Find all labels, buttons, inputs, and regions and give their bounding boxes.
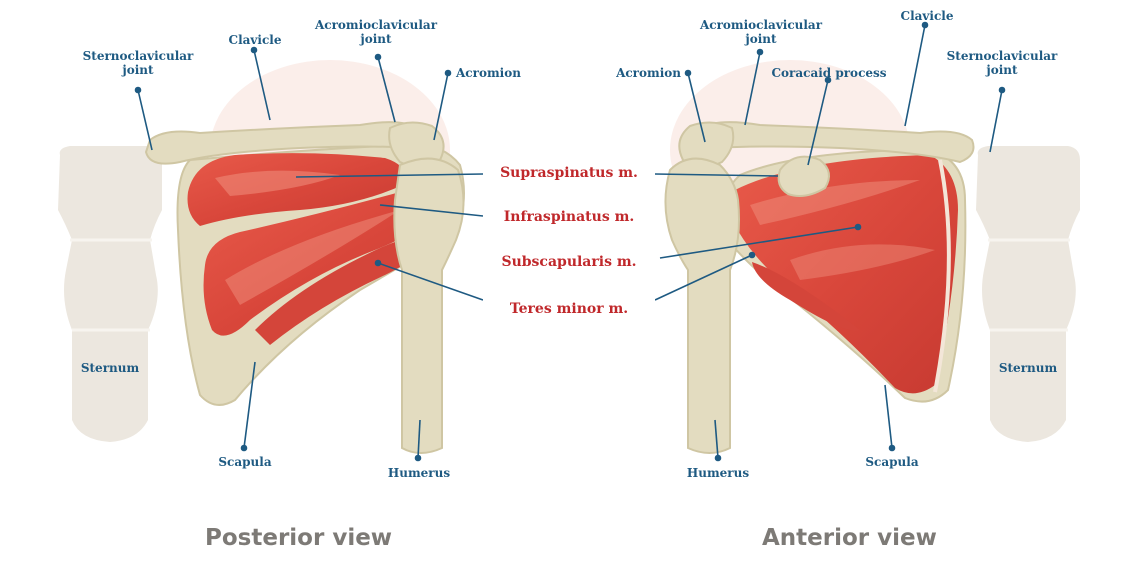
humerus-left-bone	[394, 159, 463, 453]
clavicle-label-left: Clavicle	[220, 33, 290, 47]
acromioclavicular-label-right: Acromioclavicular joint	[690, 18, 832, 46]
acromion-label-right: Acromion	[605, 66, 681, 80]
dot-sternoclavicular-left	[136, 88, 141, 93]
subscapularis-label: Subscapularis m.	[483, 245, 655, 279]
dot-scapula-left	[242, 446, 247, 451]
clavicle-label-right: Clavicle	[892, 9, 962, 23]
dot-scapula-right	[890, 446, 895, 451]
teres-minor-label: Teres minor m.	[483, 292, 655, 326]
leader-clavicle-right	[905, 25, 925, 126]
dot-clavicle-right	[923, 23, 928, 28]
dot-teres-left	[376, 261, 381, 266]
humerus-label-right: Humerus	[676, 466, 760, 480]
sternum-label-right: Sternum	[990, 361, 1066, 375]
sternum-label-left: Sternum	[72, 361, 148, 375]
scapula-label-left: Scapula	[205, 455, 285, 469]
dot-sternoclavicular-right	[1000, 88, 1005, 93]
leader-scapula-right	[885, 385, 892, 448]
sternoclavicular-label-left: Sternoclavicular joint	[78, 49, 198, 77]
anterior-view-title: Anterior view	[762, 525, 937, 551]
dot-acromioclavicular-left	[376, 55, 381, 60]
leader-sternoclavicular-left	[138, 90, 152, 150]
humerus-label-left: Humerus	[377, 466, 461, 480]
sternum-left	[58, 146, 162, 442]
coracoid-label-right: Coracaid process	[766, 66, 892, 80]
humerus-right-bone	[665, 159, 739, 453]
leader-sternoclavicular-right	[990, 90, 1002, 152]
dot-humerus-right	[716, 456, 721, 461]
infraspinatus-label: Infraspinatus m.	[483, 200, 655, 234]
posterior-view-title: Posterior view	[205, 525, 392, 551]
acromioclavicular-label-left: Acromioclavicular joint	[305, 18, 447, 46]
coracoid-right-bone	[779, 157, 829, 196]
scapula-label-right: Scapula	[852, 455, 932, 469]
dot-teres-right	[750, 253, 755, 258]
acromion-label-left: Acromion	[456, 66, 532, 80]
dot-acromion-right	[686, 71, 691, 76]
dot-subscapularis-right	[856, 225, 861, 230]
dot-acromioclavicular-right	[758, 50, 763, 55]
supraspinatus-label: Supraspinatus m.	[483, 156, 655, 190]
dot-clavicle-left	[252, 48, 257, 53]
dot-acromion-left	[446, 71, 451, 76]
dot-humerus-left	[416, 456, 421, 461]
sternoclavicular-label-right: Sternoclavicular joint	[940, 49, 1064, 77]
sternum-right	[976, 146, 1080, 442]
